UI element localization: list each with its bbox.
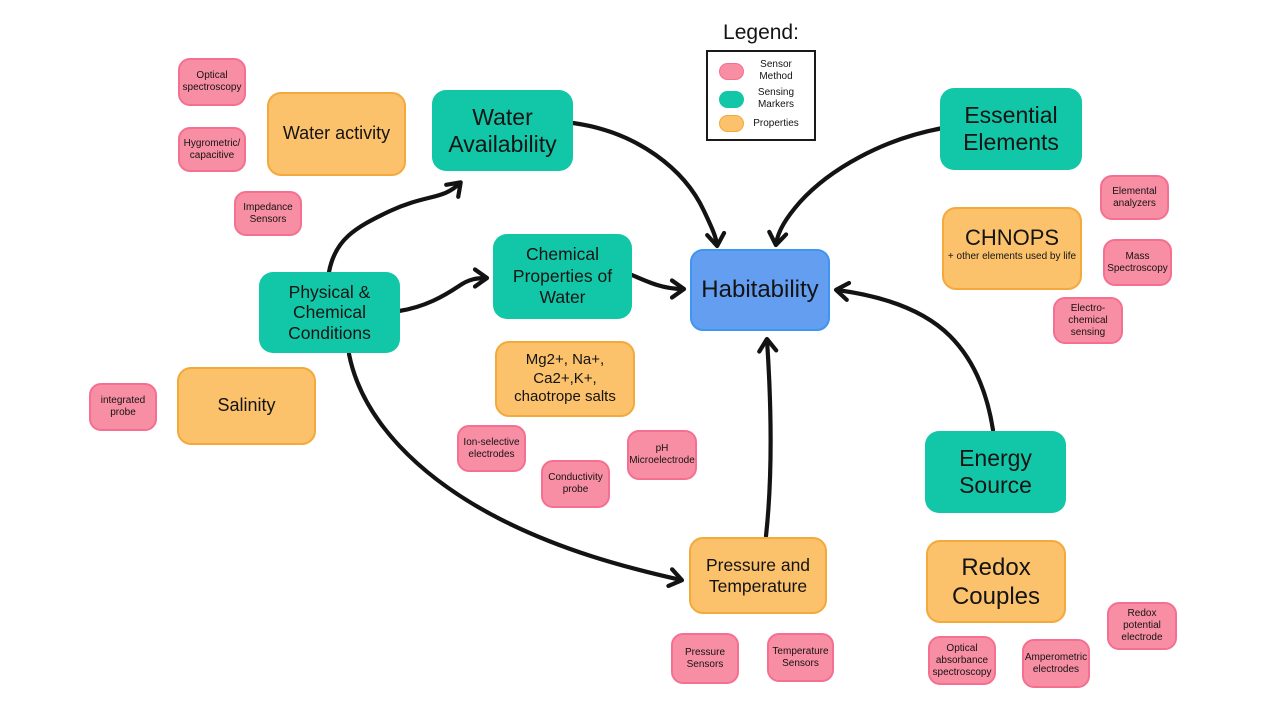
node-mg-na-ca-k-chaotrope-salts: Mg2+, Na+, Ca2+,K+, chaotrope salts <box>495 341 635 417</box>
node-impedance-sensors: Impedance Sensors <box>234 191 302 236</box>
node-label: Essential Elements <box>963 102 1059 155</box>
node-optical-spectroscopy: Optical spectroscopy <box>178 58 246 106</box>
node-water-availability: Water Availability <box>432 90 573 171</box>
legend-item-properties: Properties <box>719 115 808 132</box>
node-label: Conductivity probe <box>548 472 603 495</box>
arrow-energy-source-to-habitability <box>833 280 996 433</box>
node-label: Salinity <box>217 395 276 416</box>
node-redox-potential-electrode: Redox potential electrode <box>1107 602 1177 650</box>
node-label: Water Availability <box>448 103 557 157</box>
legend-item-label: Properties <box>753 117 799 129</box>
arrow-pressure-temperature-to-habitability <box>757 336 779 539</box>
node-label: Energy Source <box>959 445 1032 498</box>
node-elemental-analyzers: Elemental analyzers <box>1100 175 1169 220</box>
node-label: Habitability <box>701 275 819 303</box>
node-salinity: Salinity <box>177 367 316 445</box>
node-label: Water activity <box>282 123 391 144</box>
node-label: Amperometric electrodes <box>1024 651 1088 675</box>
node-pressure-and-temperature: Pressure and Temperature <box>689 537 827 614</box>
node-habitability: Habitability <box>690 249 830 331</box>
node-label: Redox potential electrode <box>1121 608 1163 643</box>
arrow-physical-to-water-availability <box>326 180 463 275</box>
node-label: Mg2+, Na+, Ca2+,K+, chaotrope salts <box>514 351 616 406</box>
node-label: Impedance Sensors <box>243 201 293 225</box>
legend-item-label: Sensing Markers <box>757 87 795 110</box>
node-conductivity-probe: Conductivity probe <box>541 460 610 508</box>
arrow-physical-to-chemical-properties <box>396 267 490 314</box>
node-label: Optical absorbance spectroscopy <box>932 642 992 678</box>
arrow-water-availability-to-habitability <box>570 120 727 249</box>
node-label: CHNOPS <box>964 225 1060 250</box>
node-sublabel: + other elements used by life <box>947 251 1077 262</box>
node-label: Optical spectroscopy <box>182 70 242 93</box>
node-integrated-probe: integrated probe <box>89 383 157 431</box>
node-optical-absorbance-spectroscopy: Optical absorbance spectroscopy <box>928 636 996 685</box>
arrow-essential-elements-to-habitability <box>767 125 946 248</box>
legend-item-sensor-method: Sensor Method <box>719 59 808 83</box>
node-label: Chemical Properties of Water <box>512 244 613 308</box>
node-water-activity: Water activity <box>267 92 406 176</box>
node-ion-selective-electrodes: Ion-selective electrodes <box>457 425 526 472</box>
node-label: Temperature Sensors <box>772 645 829 669</box>
node-label: Physical & Chemical Conditions <box>288 281 371 343</box>
properties-swatch <box>719 115 744 132</box>
sensor-method-swatch <box>719 62 744 80</box>
arrow-chemical-properties-to-habitability <box>629 272 687 300</box>
node-label: Mass Spectroscopy <box>1107 250 1168 274</box>
sensing-markers-swatch <box>719 90 744 108</box>
node-redox-couples: Redox Couples <box>926 540 1066 623</box>
legend-item-label: Sensor Method <box>759 59 793 82</box>
node-label: integrated probe <box>100 395 146 418</box>
node-amperometric-electrodes: Amperometric electrodes <box>1022 639 1090 688</box>
legend-title: Legend: <box>723 21 799 44</box>
node-essential-elements: Essential Elements <box>940 88 1082 170</box>
legend-item-sensing-markers: Sensing Markers <box>719 87 808 111</box>
node-label: pH Microelectrode <box>629 443 695 466</box>
node-label: Redox Couples <box>951 553 1041 610</box>
node-physical-chemical-conditions: Physical & Chemical Conditions <box>259 272 400 353</box>
node-electrochemical-sensing: Electro- chemical sensing <box>1053 297 1123 344</box>
node-ph-microelectrode: pH Microelectrode <box>627 430 697 480</box>
node-label: Elemental analyzers <box>1112 185 1157 209</box>
legend: Sensor Method Sensing Markers Properties <box>706 50 816 141</box>
node-chemical-properties-of-water: Chemical Properties of Water <box>493 234 632 319</box>
node-pressure-sensors: Pressure Sensors <box>671 633 739 684</box>
node-mass-spectroscopy: Mass Spectroscopy <box>1103 239 1172 286</box>
node-temperature-sensors: Temperature Sensors <box>767 633 834 682</box>
node-label: Pressure and Temperature <box>705 554 811 596</box>
node-hygrometric-capacitive: Hygrometric/ capacitive <box>178 127 246 172</box>
node-chnops: CHNOPS+ other elements used by life <box>942 207 1082 290</box>
node-label: Ion-selective electrodes <box>463 436 520 460</box>
arrow-physical-to-pressure-temperature <box>346 351 685 588</box>
node-energy-source: Energy Source <box>925 431 1066 513</box>
node-label: Pressure Sensors <box>684 646 725 670</box>
node-label: Hygrometric/ capacitive <box>183 137 241 161</box>
node-label: Electro- chemical sensing <box>1068 302 1108 338</box>
